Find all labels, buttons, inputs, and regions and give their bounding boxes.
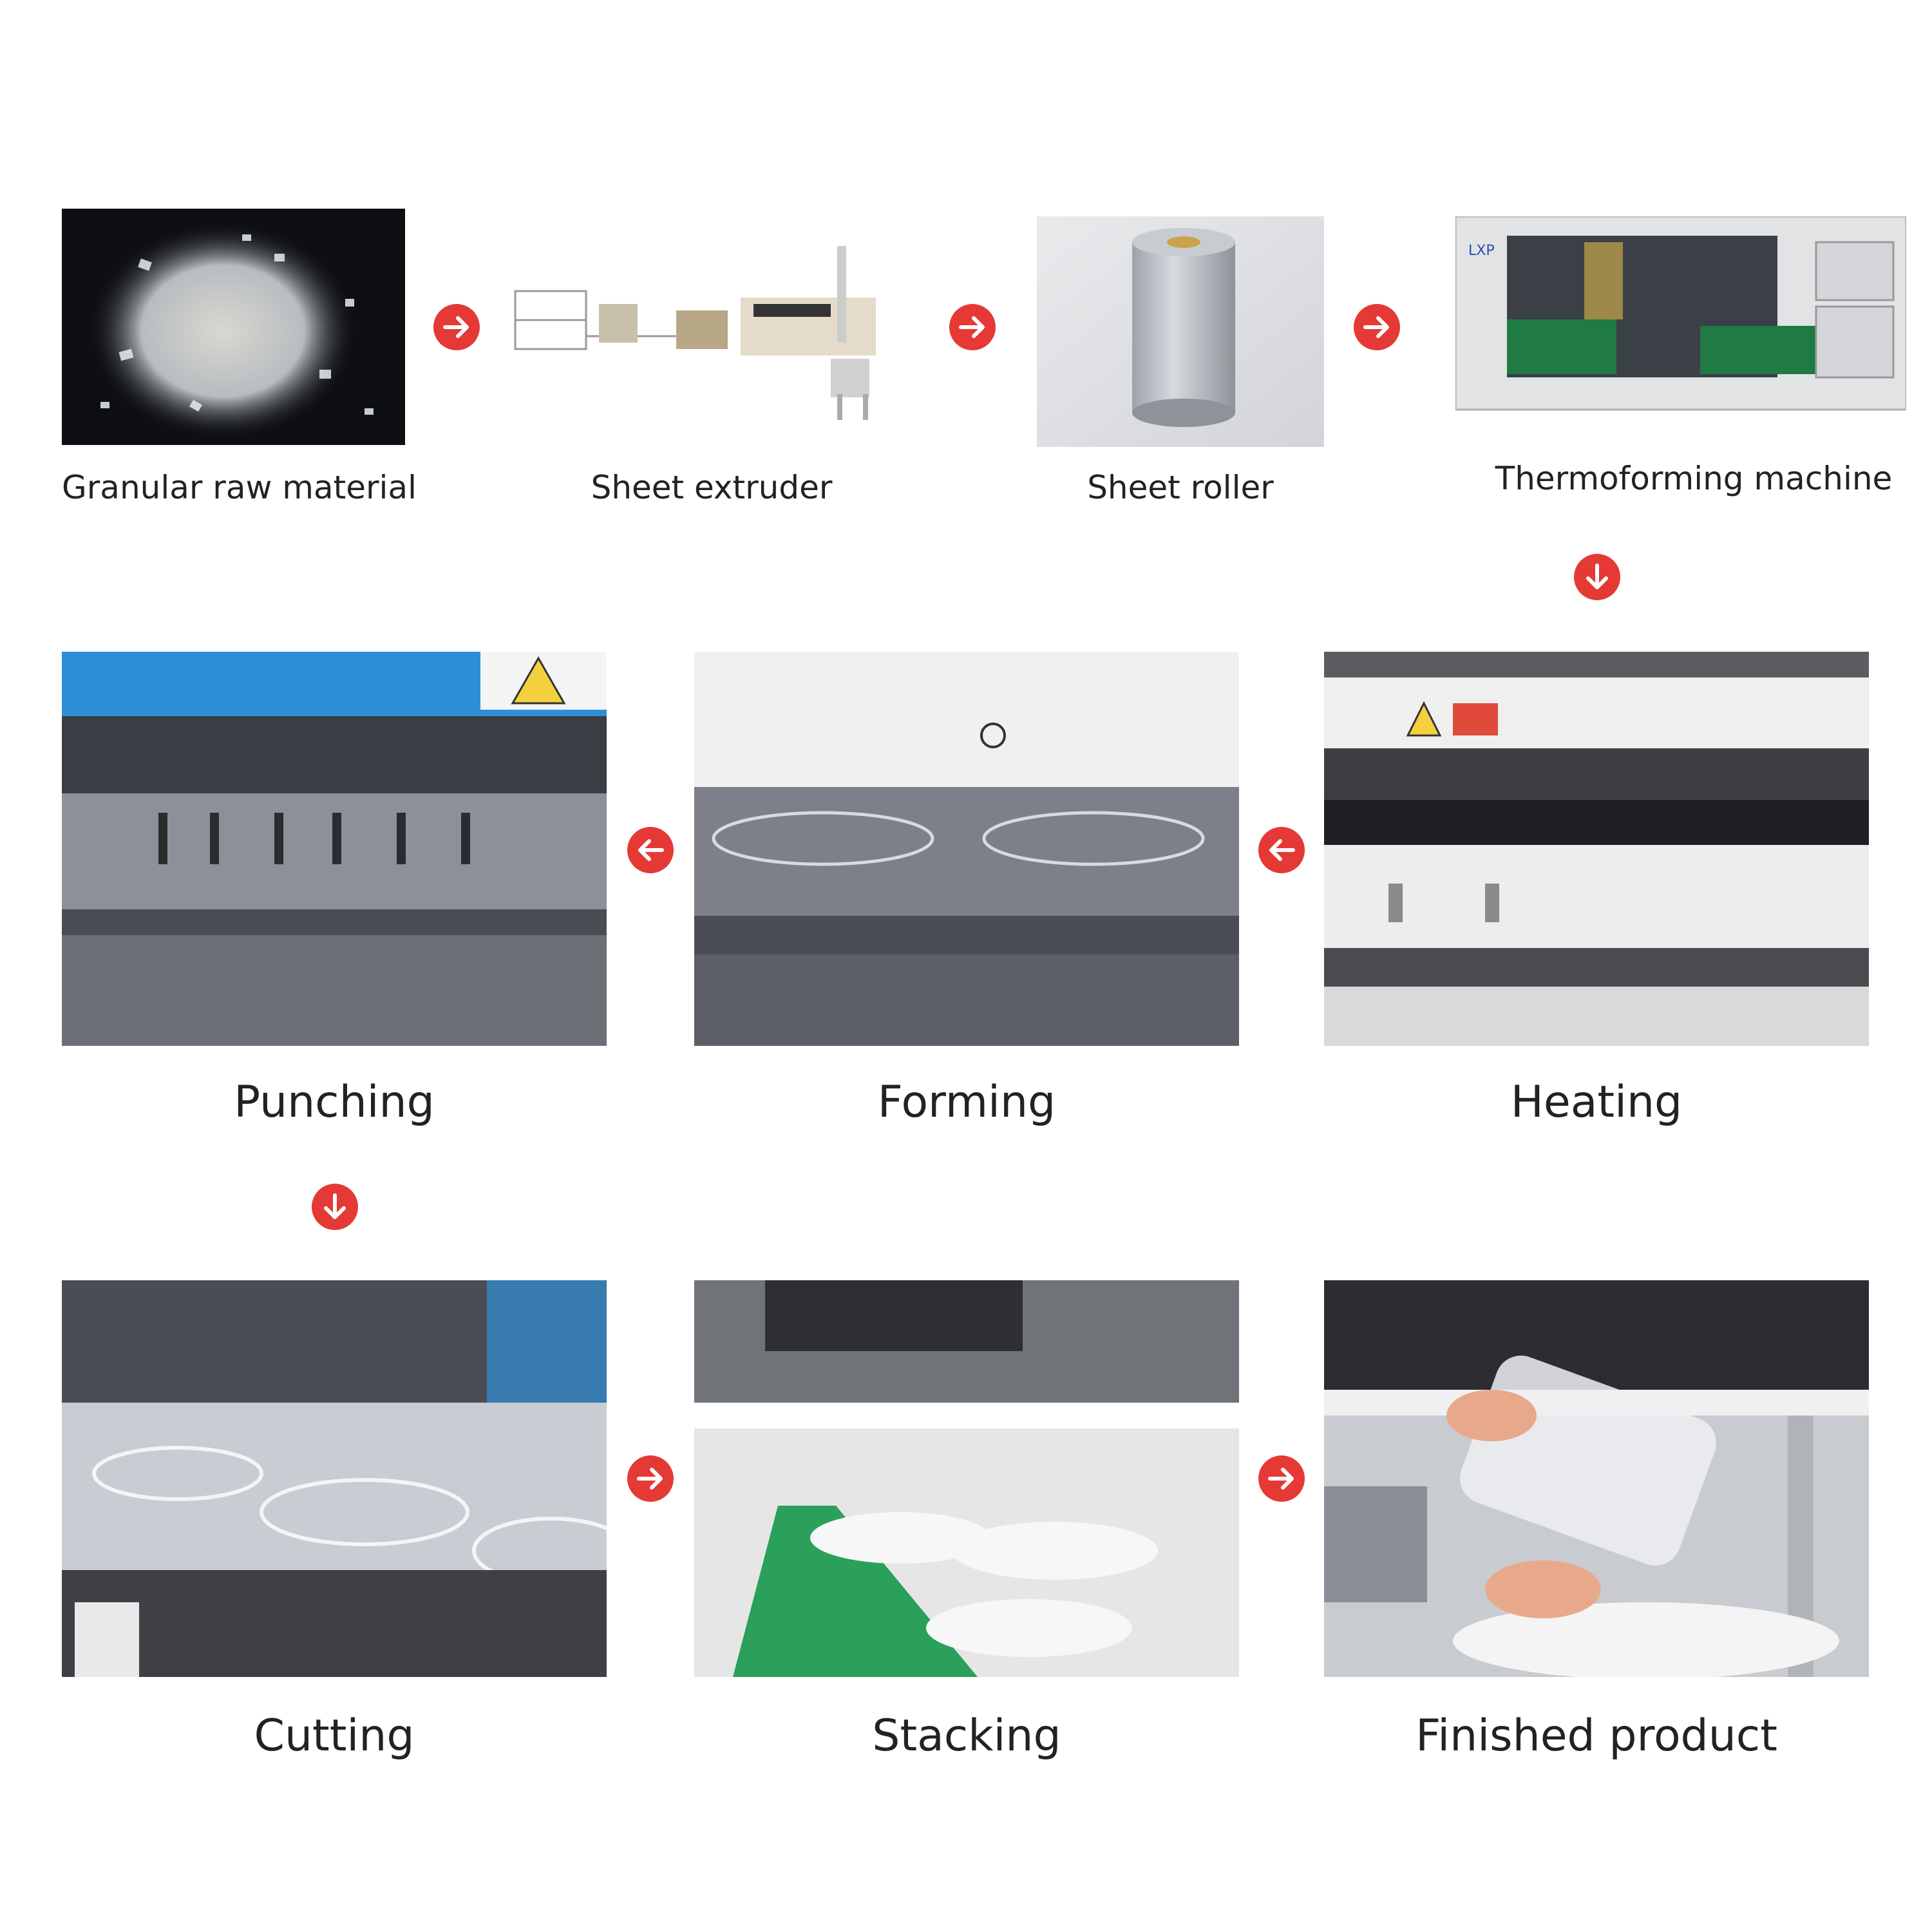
arrow-right-icon [1352,303,1401,352]
thermoforming-machine-image: LXP [1455,216,1906,413]
heating-image [1324,652,1869,1046]
sheet-extruder-image [496,240,921,426]
label-forming: Forming [877,1077,1056,1128]
finished-product-image [1324,1280,1869,1677]
arrow-down-icon [310,1182,359,1231]
punching-image [62,652,607,1046]
arrow-right-icon [1257,1454,1306,1503]
label-heating: Heating [1510,1077,1683,1128]
arrow-left-icon [1257,826,1306,875]
stacking-image [694,1280,1239,1677]
granular-raw-material-image [62,209,405,445]
cutting-image [62,1280,607,1677]
arrow-right-icon [948,303,997,352]
arrow-down-icon [1573,553,1622,601]
arrow-left-icon [626,826,675,875]
arrow-right-icon [432,303,481,352]
arrow-right-icon [626,1454,675,1503]
label-sheet-roller: Sheet roller [1087,469,1274,506]
svg-text:LXP: LXP [1468,243,1495,259]
label-sheet-extruder: Sheet extruder [591,469,833,506]
label-finished-product: Finished product [1416,1710,1777,1761]
label-punching: Punching [234,1077,435,1128]
sheet-roller-image [1037,216,1324,447]
label-stacking: Stacking [872,1710,1061,1761]
label-thermoforming-machine: Thermoforming machine [1495,460,1893,497]
label-granular-raw-material: Granular raw material [62,469,417,506]
forming-image [694,652,1239,1046]
label-cutting: Cutting [254,1710,415,1761]
